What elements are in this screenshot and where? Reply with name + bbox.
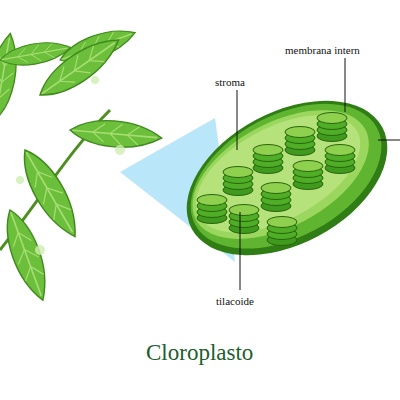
part-label: tilacoide [216, 295, 254, 307]
caption: Cloroplasto [146, 340, 253, 365]
part-label: membrana intern [285, 44, 360, 56]
part-label: stroma [215, 76, 245, 88]
